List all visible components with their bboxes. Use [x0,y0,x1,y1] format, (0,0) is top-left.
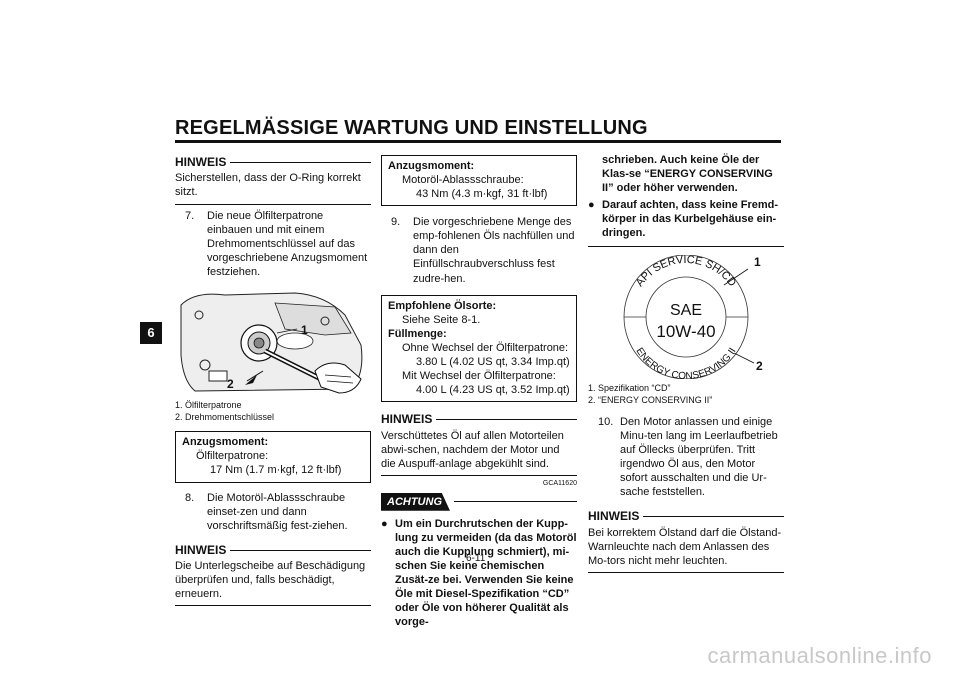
note-end-rule [175,605,371,607]
seal-grade-text: 10W-40 [656,322,715,341]
torque-spec-box: Anzugsmoment: Ölfilterpatrone: 17 Nm (1.… [175,431,371,483]
note-text: Die Unterlegscheibe auf Beschädigung übe… [175,560,366,601]
step-10: 10. Den Motor anlassen und einige Minu-t… [598,415,778,499]
bullet-icon: ● [381,517,388,530]
note-header: HINWEIS [381,412,577,427]
engine-illustration [175,284,371,397]
api-seal-figure: API SERVICE SH/CD ENERGY CONSERVING II S… [588,254,784,383]
note-header: HINWEIS [175,155,371,170]
step-7: 7. Die neue Ölfilterpatrone einbauen und… [185,209,368,278]
page-title: REGELMÄSSIGE WARTUNG UND EINSTELLUNG [175,117,648,139]
figure-label-2: 2 [227,376,234,391]
note-text: Verschüttetes Öl auf allen Motorteilen a… [381,429,564,470]
note-text: Bei korrektem Ölstand darf die Ölstand-W… [588,526,782,567]
caution-bullet-continued: schrieben. Auch keine Öle der Klas-se “E… [602,154,773,195]
bullet-icon: ● [588,199,595,212]
note-header: HINWEIS [588,509,784,524]
oil-filter-figure: 1 2 [175,284,371,397]
figure-label-1: 1 [754,255,761,270]
figure-caption: 1. Ölfilterpatrone 2. Drehmomentschlüsse… [175,399,275,422]
caution-badge: ACHTUNG [381,492,450,511]
note-end-rule [175,203,371,205]
chapter-tab: 6 [140,322,162,344]
torque-spec-box: Anzugsmoment: Motoröl-Ablassschraube: 43… [381,155,577,207]
seal-sae-text: SAE [670,302,702,319]
note-end-rule [381,474,577,476]
page-number: 6-11 [466,553,486,564]
column-1: HINWEIS Sicherstellen, dass der O-Ring k… [175,155,371,607]
header-rule [175,140,781,143]
figure-label-2: 2 [756,359,763,374]
figure-label-1: 1 [301,322,308,337]
caution-bullet: ● Um ein Durchrutschen der Kupp-lung zu … [381,517,577,629]
caution-bullet: ● Darauf achten, dass keine Fremd-körper… [588,199,779,240]
note-header: HINWEIS [175,543,371,558]
watermark: carmanualsonline.info [707,642,932,668]
step-8: 8. Die Motoröl-Ablassschraube einset-zen… [185,491,348,532]
reference-code: GCA11620 [542,479,577,487]
column-3: schrieben. Auch keine Öle der Klas-se “E… [588,153,784,573]
caution-end-rule [588,246,784,248]
note-end-rule [588,571,784,573]
caution-header: ACHTUNG [381,492,577,511]
column-2: Anzugsmoment: Motoröl-Ablassschraube: 43… [381,155,577,629]
api-seal-icon: API SERVICE SH/CD ENERGY CONSERVING II S… [623,254,755,383]
oil-spec-box: Empfohlene Ölsorte: Siehe Seite 8-1. Fül… [381,294,577,403]
step-9: 9. Die vorgeschriebene Menge des emp-foh… [391,216,575,285]
note-text: Sicherstellen, dass der O-Ring korrekt s… [175,172,361,199]
figure-caption: 1. Spezifikation “CD” 2. “ENERGY CONSERV… [588,383,713,406]
